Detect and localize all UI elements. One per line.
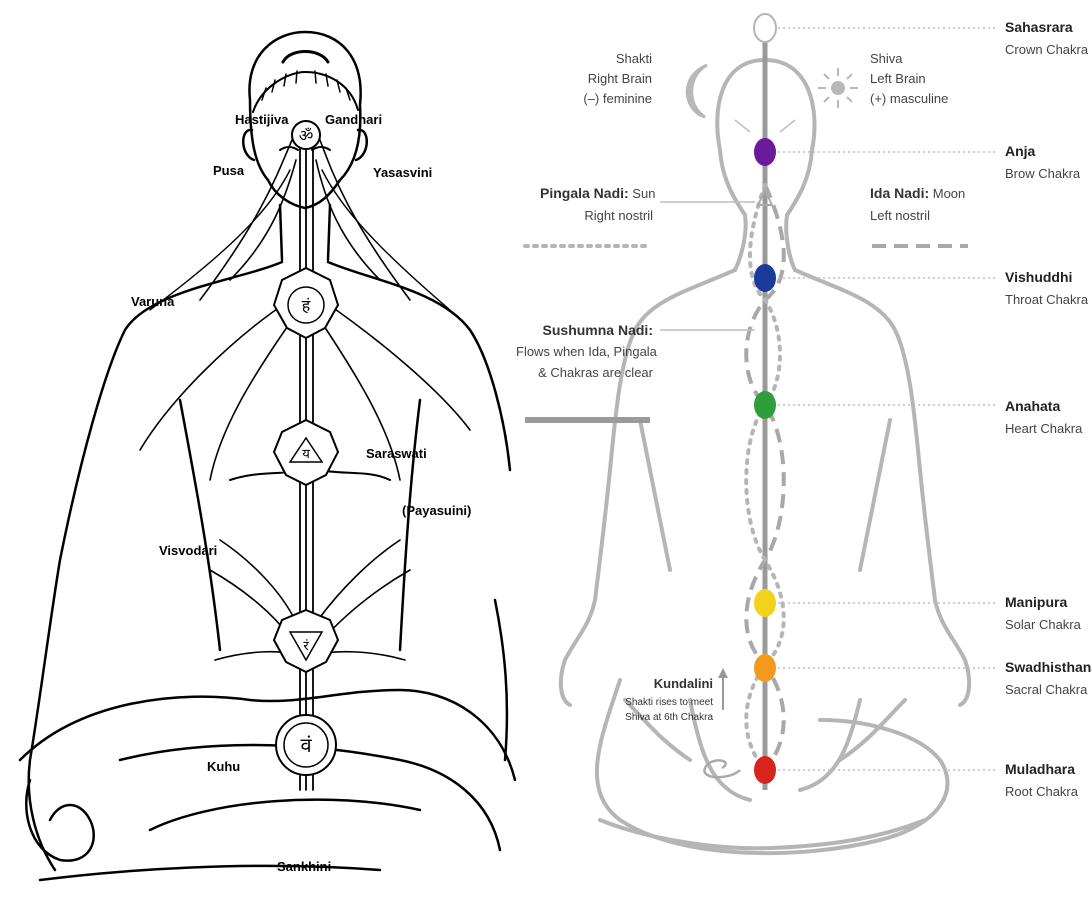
kundalini-line2: Shakti rises to meet	[613, 695, 713, 710]
shiva-line3: (+) masculine	[870, 89, 948, 109]
chakra-name-muladhara: Muladhara	[1005, 761, 1075, 777]
chakra-sub-sahasrara: Crown Chakra	[1005, 42, 1088, 57]
swadhisthana-chakra-dot[interactable]	[754, 654, 776, 682]
sushumna-annotation: Sushumna Nadi: Flows when Ida, Pingala &…	[516, 320, 653, 383]
shiva-line2: Left Brain	[870, 69, 948, 89]
chakra-name-vishuddhi: Vishuddhi	[1005, 269, 1072, 285]
chakra-sub-vishuddhi: Throat Chakra	[1005, 292, 1088, 307]
chakra-sub-swadhisthana: Sacral Chakra	[1005, 682, 1087, 697]
shakti-line1: Shakti	[578, 49, 652, 69]
shakti-line2: Right Brain	[578, 69, 652, 89]
chakra-sub-anja: Brow Chakra	[1005, 166, 1080, 181]
right-head-outline	[717, 60, 765, 270]
ida-title: Ida Nadi:	[870, 185, 929, 201]
kundalini-annotation: Kundalini Shakti rises to meet Shiva at …	[613, 676, 713, 725]
anja-chakra-dot[interactable]	[754, 138, 776, 166]
ida-line2: Left nostril	[870, 205, 965, 227]
shakti-line3: (–) feminine	[578, 89, 652, 109]
chakra-name-swadhisthana: Swadhisthana	[1005, 659, 1092, 675]
ida-rest: Moon	[929, 186, 965, 201]
sahasrara-chakra-dot[interactable]	[754, 14, 776, 42]
vishuddhi-chakra-dot[interactable]	[754, 264, 776, 292]
chakra-name-anahata: Anahata	[1005, 398, 1060, 414]
pingala-annotation: Pingala Nadi: Sun Right nostril	[540, 182, 653, 227]
ida-annotation: Ida Nadi: Moon Left nostril	[870, 182, 965, 227]
shakti-annotation: Shakti Right Brain (–) feminine	[578, 49, 652, 109]
chakra-sub-anahata: Heart Chakra	[1005, 421, 1082, 436]
kundalini-line3: Shiva at 6th Chakra	[613, 710, 713, 725]
chakra-name-anja: Anja	[1005, 143, 1035, 159]
sun-icon	[818, 68, 858, 108]
muladhara-chakra-dot[interactable]	[754, 756, 776, 784]
kundalini-title: Kundalini	[613, 676, 713, 691]
pingala-rest: Sun	[629, 186, 656, 201]
chakra-name-sahasrara: Sahasrara	[1005, 19, 1073, 35]
sushumna-title: Sushumna Nadi:	[516, 320, 653, 341]
pingala-line2: Right nostril	[540, 205, 653, 227]
chakra-name-manipura: Manipura	[1005, 594, 1067, 610]
sushumna-line2: Flows when Ida, Pingala	[516, 341, 653, 362]
chakra-sub-muladhara: Root Chakra	[1005, 784, 1078, 799]
manipura-chakra-dot[interactable]	[754, 589, 776, 617]
sushumna-line3: & Chakras are clear	[516, 362, 653, 383]
shiva-annotation: Shiva Left Brain (+) masculine	[870, 49, 948, 109]
shiva-line1: Shiva	[870, 49, 948, 69]
moon-icon	[687, 65, 707, 117]
anahata-chakra-dot[interactable]	[754, 391, 776, 419]
pingala-title: Pingala Nadi:	[540, 185, 629, 201]
chakra-sub-manipura: Solar Chakra	[1005, 617, 1081, 632]
